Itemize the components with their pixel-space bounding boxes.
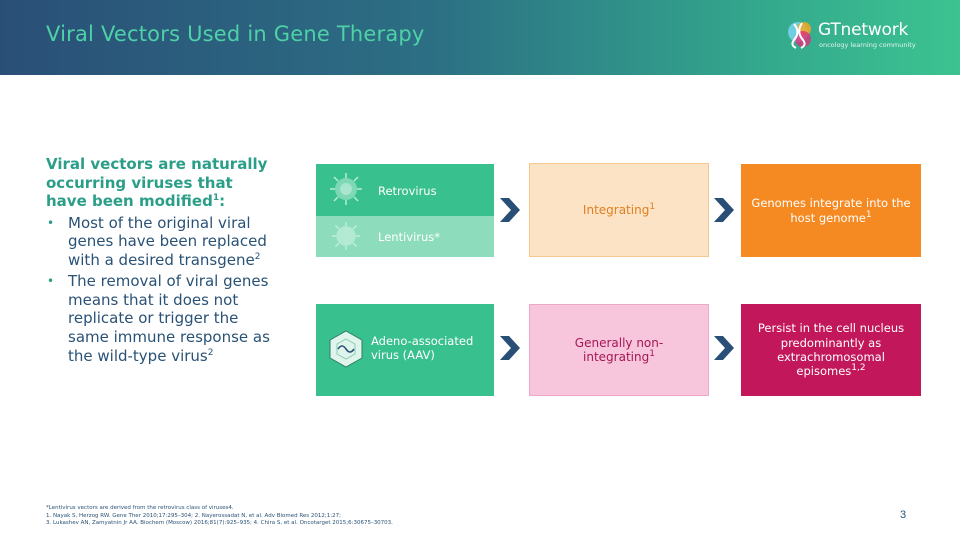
non-integrating-label: Generally non-integrating1 xyxy=(574,336,664,364)
gtnetwork-logo: GTnetwork oncology learning community xyxy=(786,18,936,58)
chevron-right-icon xyxy=(714,198,734,222)
logo-name: GTnetwork xyxy=(818,20,909,40)
lentivirus-label: Lentivirus* xyxy=(378,230,441,244)
intro-text: Viral vectors are naturally occurring vi… xyxy=(46,155,268,210)
episome-persistence-box: Persist in the cell nucleus predominantl… xyxy=(741,304,921,396)
retrovirus-icon xyxy=(330,173,362,205)
footnote-line: *Lentivirus vectors are derived from the… xyxy=(46,505,234,511)
logo-tagline: oncology learning community xyxy=(819,41,916,49)
genome-integration-label: Genomes integrate into the host genome1 xyxy=(751,196,911,225)
footnote-line: 3. Lukashev AN, Zamyatnin Jr AA. Biochem… xyxy=(46,520,393,526)
bullet-item: •Most of the original viral genes have b… xyxy=(47,213,267,269)
lentivirus-box: Lentivirus* xyxy=(316,216,494,257)
retrovirus-label: Retrovirus xyxy=(378,184,437,198)
retrovirus-box: Retrovirus xyxy=(316,164,494,216)
integrating-box: Integrating1 xyxy=(529,163,709,257)
aav-icon xyxy=(329,330,363,368)
lentivirus-icon xyxy=(331,221,361,251)
chevron-right-icon xyxy=(500,336,520,360)
footnote-line: 1. Nayak S, Herzog RW. Gene Ther 2010;17… xyxy=(46,512,341,519)
bullet-item: •The removal of viral genes means that i… xyxy=(47,272,270,365)
chevron-right-icon xyxy=(714,336,734,360)
slide-header: Viral Vectors Used in Gene Therapy GTnet… xyxy=(0,0,960,75)
dna-helix-icon xyxy=(788,22,811,49)
episome-persistence-label: Persist in the cell nucleus predominantl… xyxy=(757,321,905,379)
references: *Lentivirus vectors are derived from the… xyxy=(46,505,606,528)
page-number: 3 xyxy=(900,509,907,521)
slide-title: Viral Vectors Used in Gene Therapy xyxy=(46,22,425,46)
integrating-label: Integrating1 xyxy=(582,202,656,218)
intro-section: Viral vectors are naturally occurring vi… xyxy=(46,155,276,368)
chevron-right-icon xyxy=(500,198,520,222)
aav-box: Adeno-associated virus (AAV) xyxy=(316,304,494,396)
genome-integration-box: Genomes integrate into the host genome1 xyxy=(741,164,921,257)
aav-label: Adeno-associated virus (AAV) xyxy=(371,334,474,362)
non-integrating-box: Generally non-integrating1 xyxy=(529,304,709,396)
bullet-list: •Most of the original viral genes have b… xyxy=(46,214,276,366)
